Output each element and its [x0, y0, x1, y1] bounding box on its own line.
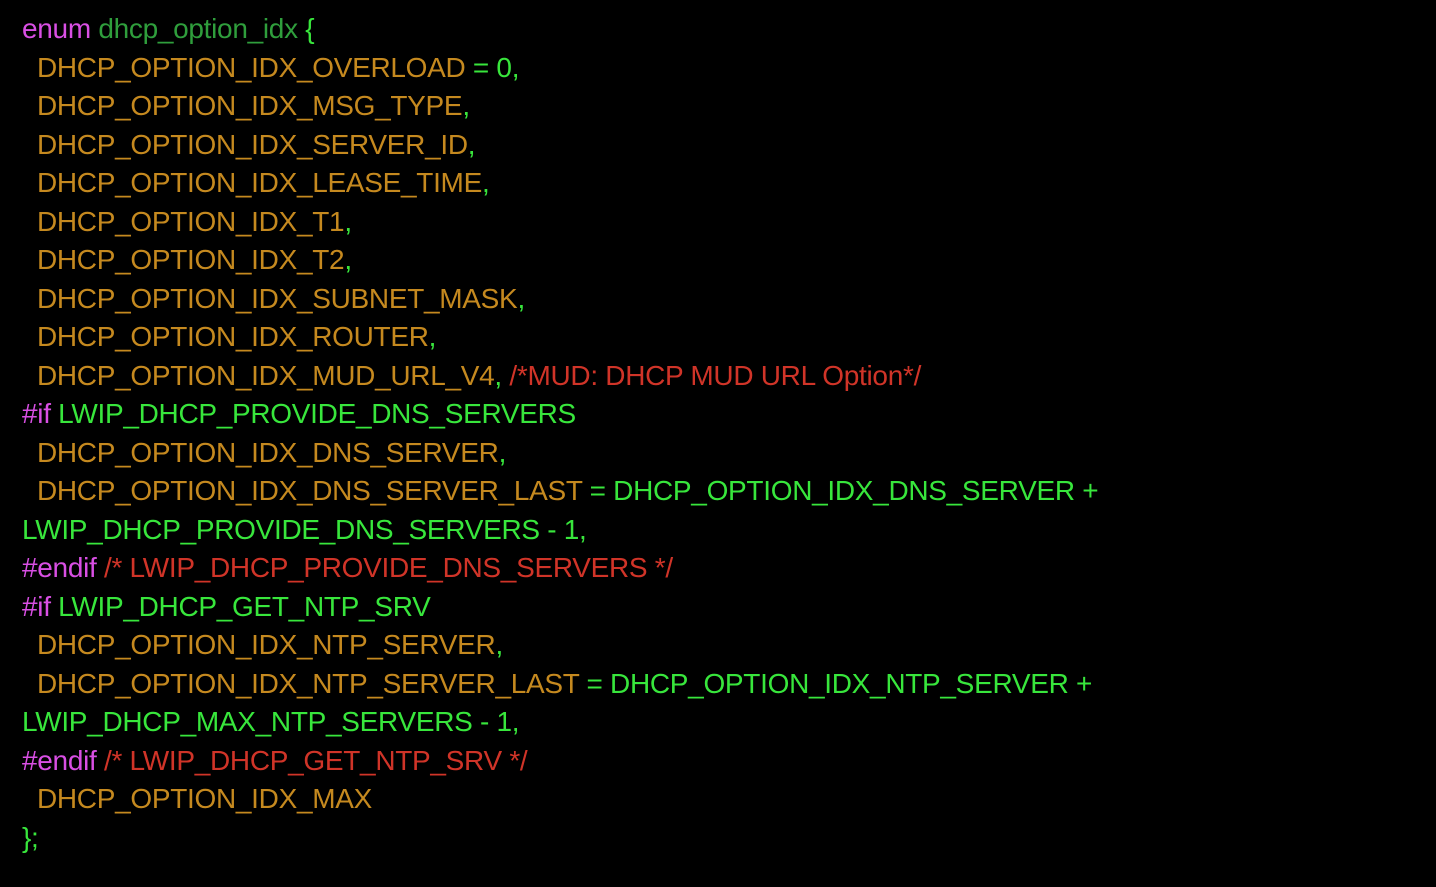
code-token: DHCP_OPTION_IDX_NTP_SERVER — [22, 629, 496, 660]
code-token: LWIP_DHCP_PROVIDE_DNS_SERVERS — [58, 398, 576, 429]
code-token: DHCP_OPTION_IDX_MUD_URL_V4 — [22, 359, 495, 391]
code-token: { — [305, 13, 315, 44]
code-token: , — [467, 128, 476, 160]
code-line: DHCP_OPTION_IDX_ROUTER, — [22, 318, 1436, 357]
code-line: DHCP_OPTION_IDX_MSG_TYPE, — [22, 87, 1436, 126]
code-token: DHCP_OPTION_IDX_DNS_SERVER — [22, 436, 499, 468]
code-token: dhcp_option_idx — [98, 13, 306, 44]
code-line: LWIP_DHCP_MAX_NTP_SERVERS - 1, — [22, 703, 1436, 742]
code-token: DHCP_OPTION_IDX_ROUTER — [22, 321, 429, 352]
code-token: /*MUD: DHCP MUD URL Option*/ — [509, 359, 922, 391]
code-token: DHCP_OPTION_IDX_SUBNET_MASK — [22, 282, 518, 314]
code-token: DHCP_OPTION_IDX_MAX — [22, 783, 373, 814]
code-line: #if LWIP_DHCP_PROVIDE_DNS_SERVERS — [22, 395, 1436, 434]
code-line: DHCP_OPTION_IDX_LEASE_TIME, — [22, 164, 1436, 203]
code-token: enum — [22, 13, 99, 44]
code-line: DHCP_OPTION_IDX_OVERLOAD = 0, — [22, 49, 1436, 88]
code-token: DHCP_OPTION_IDX_T1 — [22, 205, 345, 237]
code-token: #if — [22, 590, 59, 622]
code-line: #endif /* LWIP_DHCP_GET_NTP_SRV */ — [22, 742, 1436, 781]
code-token: = DHCP_OPTION_IDX_NTP_SERVER + — [586, 667, 1093, 699]
code-line: DHCP_OPTION_IDX_NTP_SERVER_LAST = DHCP_O… — [22, 665, 1436, 704]
code-line: DHCP_OPTION_IDX_T2, — [22, 241, 1436, 280]
code-token: , — [462, 90, 470, 121]
code-token: DHCP_OPTION_IDX_T2 — [22, 244, 345, 275]
code-viewer: enum dhcp_option_idx { DHCP_OPTION_IDX_O… — [22, 10, 1436, 858]
code-block: enum dhcp_option_idx { DHCP_OPTION_IDX_O… — [22, 10, 1436, 858]
code-token: #if — [22, 398, 59, 429]
code-line: DHCP_OPTION_IDX_MUD_URL_V4, /*MUD: DHCP … — [22, 357, 1436, 396]
code-token: #endif — [22, 744, 104, 776]
code-line: enum dhcp_option_idx { — [22, 10, 1436, 49]
code-token: DHCP_OPTION_IDX_NTP_SERVER_LAST — [22, 667, 587, 699]
code-token: /* LWIP_DHCP_PROVIDE_DNS_SERVERS */ — [103, 552, 673, 583]
code-token: }; — [22, 821, 39, 853]
code-token: , — [498, 436, 507, 468]
code-token: DHCP_OPTION_IDX_MSG_TYPE — [22, 90, 463, 121]
code-token: #endif — [22, 552, 104, 583]
code-line: DHCP_OPTION_IDX_T1, — [22, 203, 1436, 242]
code-token: DHCP_OPTION_IDX_OVERLOAD — [22, 51, 473, 83]
code-token: /* LWIP_DHCP_GET_NTP_SRV */ — [103, 744, 528, 776]
code-token: = DHCP_OPTION_IDX_DNS_SERVER + — [589, 475, 1099, 506]
code-token: = 0, — [472, 51, 520, 83]
code-token: LWIP_DHCP_PROVIDE_DNS_SERVERS - 1, — [22, 513, 587, 545]
code-token: , — [481, 167, 490, 198]
code-token: , — [428, 321, 437, 352]
code-token: , — [344, 244, 352, 275]
code-token: , — [344, 205, 352, 237]
code-line: DHCP_OPTION_IDX_MAX — [22, 780, 1436, 819]
code-token: LWIP_DHCP_MAX_NTP_SERVERS - 1, — [22, 706, 520, 737]
code-line: DHCP_OPTION_IDX_SUBNET_MASK, — [22, 280, 1436, 319]
code-line: DHCP_OPTION_IDX_SERVER_ID, — [22, 126, 1436, 165]
code-line: DHCP_OPTION_IDX_DNS_SERVER, — [22, 434, 1436, 473]
code-line: #endif /* LWIP_DHCP_PROVIDE_DNS_SERVERS … — [22, 549, 1436, 588]
code-token: , — [495, 629, 503, 660]
code-line: DHCP_OPTION_IDX_NTP_SERVER, — [22, 626, 1436, 665]
code-token: DHCP_OPTION_IDX_LEASE_TIME — [22, 167, 482, 198]
code-token: DHCP_OPTION_IDX_SERVER_ID — [22, 128, 468, 160]
code-token: , — [517, 282, 525, 314]
code-token: , — [494, 359, 510, 391]
code-line: #if LWIP_DHCP_GET_NTP_SRV — [22, 588, 1436, 627]
code-line: LWIP_DHCP_PROVIDE_DNS_SERVERS - 1, — [22, 511, 1436, 550]
code-line: }; — [22, 819, 1436, 858]
code-line: DHCP_OPTION_IDX_DNS_SERVER_LAST = DHCP_O… — [22, 472, 1436, 511]
code-token: DHCP_OPTION_IDX_DNS_SERVER_LAST — [22, 475, 590, 506]
code-token: LWIP_DHCP_GET_NTP_SRV — [58, 590, 431, 622]
